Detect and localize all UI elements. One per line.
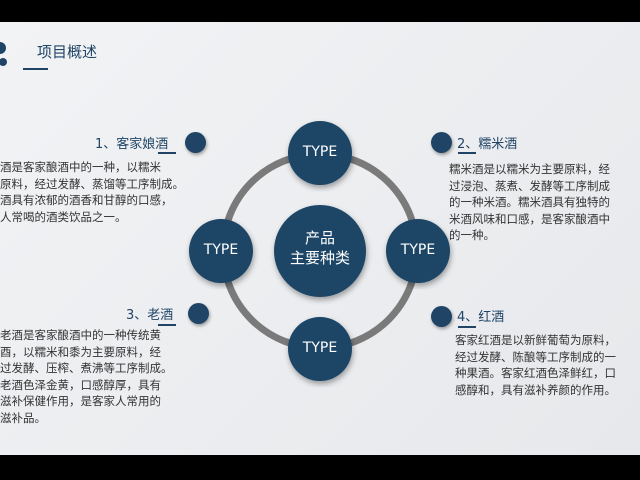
item-2-heading: 2、糯米酒 — [457, 137, 518, 152]
item-3-heading: 3、老酒 — [126, 308, 174, 323]
text-line: 米酒风味和口感，是客家酿酒中 — [449, 211, 610, 226]
text-line: 经过发酵、陈酿等工序制成的一 — [455, 349, 616, 364]
item-4-underline — [458, 326, 476, 328]
text-line: 酉，以糯米和黍为主要原料，经 — [0, 344, 161, 359]
item-3-body: 老酒是客家酿酒中的一种传统黄酉，以糯米和黍为主要原料，经过发酵、压榨、煮沸等工序… — [0, 327, 173, 426]
text-line: 酒具有浓郁的酒香和甘醇的口感， — [0, 193, 173, 207]
bullet-dot — [185, 132, 206, 153]
node-left-label: TYPE — [203, 242, 239, 258]
node-bottom-label: TYPE — [302, 340, 338, 356]
center-circle — [274, 205, 366, 297]
text-line: 老酒是客家酿酒中的一种传统黄 — [0, 328, 161, 342]
text-line: 人常喝的酒类饮品之一。 — [0, 209, 127, 224]
center-line2: 主要种类 — [289, 249, 350, 267]
text-line: 的一种。 — [449, 228, 495, 242]
item-1-body: 酒是客家酿酒中的一种，以糯米原料，经过发酵、蒸馏等工序制成。酒具有浓郁的酒香和甘… — [0, 159, 184, 225]
text-line: 糯米酒是以糯米为主要原料，经 — [449, 162, 610, 176]
bullet-dot — [431, 132, 452, 153]
item-4-body: 客家红酒是以新鲜葡萄为原料， 经过发酵、陈酿等工序制成的一种果酒。客家红酒色泽鲜红… — [455, 332, 616, 398]
text-line: 客家红酒是以新鲜葡萄为原料， — [455, 333, 616, 347]
center-label: 产品 主要种类 — [270, 228, 370, 268]
text-line: 老酒色泽金黄，口感醇厚，具有 — [0, 377, 161, 392]
item-4-heading: 4、红酒 — [457, 310, 505, 325]
text-line: 滋补品。 — [0, 410, 46, 425]
node-top — [288, 121, 352, 185]
center-line1: 产品 — [304, 229, 335, 247]
node-top-label: TYPE — [302, 144, 338, 160]
node-bottom — [288, 317, 352, 381]
item-2-underline — [458, 152, 476, 154]
bullet-dot — [431, 306, 452, 327]
text-line: 过浸泡、蒸煮、发酵等工序制成 — [449, 178, 610, 193]
text-line: 过发酵、压榨、煮沸等工序制成。 — [0, 361, 173, 375]
text-line: 的一种米酒。糯米酒具有独特的 — [449, 195, 610, 209]
node-left — [189, 219, 253, 283]
text-line: 滋补保健作用，是客家人常用的 — [0, 394, 161, 408]
slide: 项目概述 产品 主要种类 TYPE TYPE TYPE TYPE 1、客家娘酒 … — [0, 22, 640, 455]
text-line: 酒是客家酿酒中的一种，以糯米 — [0, 160, 161, 174]
text-line: 原料，经过发酵、蒸馏等工序制成。 — [0, 176, 184, 191]
slide-title: 项目概述 — [37, 43, 98, 61]
bullet-dot — [188, 303, 209, 324]
node-right-label: TYPE — [400, 242, 436, 258]
item-2-body: 糯米酒是以糯米为主要原料，经过浸泡、蒸煮、发酵等工序制成的一种米酒。糯米酒具有独… — [449, 161, 610, 244]
item-3-underline — [158, 324, 176, 326]
diagram — [189, 121, 450, 381]
logo-icon — [0, 42, 7, 66]
item-1-heading: 1、客家娘酒 — [95, 137, 169, 152]
node-right — [386, 219, 450, 283]
text-line: 种果酒。客家红酒色泽鲜红，口 — [455, 366, 616, 380]
item-1-underline — [158, 152, 176, 154]
title-underline — [23, 68, 48, 70]
text-line: 感醇和，具有滋补养颜的作用。 — [455, 382, 616, 397]
